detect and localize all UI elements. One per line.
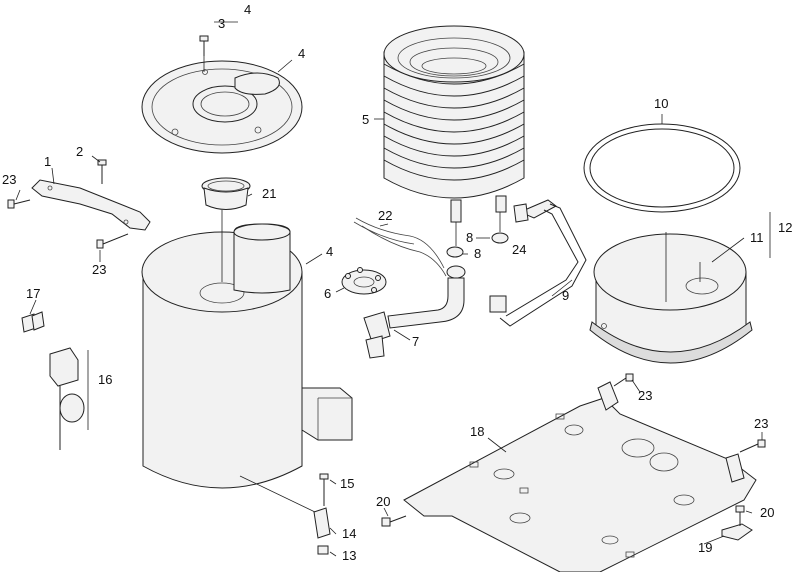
callout-labels: 1 2 3 4 4 4 5 6 7 8 8 9 10 11 12 13 14 1…	[2, 2, 792, 563]
callout-23-right: 23	[754, 416, 768, 431]
clip-19	[721, 523, 753, 541]
callout-11: 11	[750, 230, 764, 245]
nut-8-right	[491, 232, 509, 244]
callout-15: 15	[340, 476, 354, 491]
switch-17	[21, 311, 45, 333]
callout-23-left: 23	[2, 172, 16, 187]
screw-23-plate-right	[739, 439, 766, 453]
callout-4-top: 4	[244, 2, 251, 17]
clamp-14	[313, 507, 331, 539]
callout-9: 9	[562, 288, 569, 303]
callout-13: 13	[342, 548, 356, 563]
sensor-16	[49, 347, 89, 450]
callout-20-left: 20	[376, 494, 390, 509]
cover-plate	[141, 60, 303, 154]
screw-23-lower	[96, 233, 129, 249]
callout-19: 19	[698, 540, 712, 555]
pipe-9	[489, 199, 587, 327]
pan-12	[589, 232, 753, 364]
callout-2: 2	[76, 144, 83, 159]
callout-5: 5	[362, 112, 369, 127]
burner-pipe-7	[363, 277, 465, 359]
callout-8-left: 8	[474, 246, 481, 261]
housing-cylinder	[141, 210, 353, 513]
callout-20-right: 20	[760, 505, 774, 520]
igniter-6	[341, 267, 387, 295]
callout-7: 7	[412, 334, 419, 349]
callout-24: 24	[512, 242, 526, 257]
callout-23-plate: 23	[638, 388, 652, 403]
cable-22	[353, 217, 447, 277]
heating-coil-5	[383, 25, 525, 223]
callout-6: 6	[324, 286, 331, 301]
callout-4-cover: 4	[298, 46, 305, 61]
callout-23-lower: 23	[92, 262, 106, 277]
ring-10	[583, 114, 741, 213]
callout-17: 17	[26, 286, 40, 301]
callout-16: 16	[98, 372, 112, 387]
callout-10: 10	[654, 96, 668, 111]
screw-3	[199, 35, 209, 72]
nut-13	[317, 545, 329, 555]
callout-14: 14	[342, 526, 356, 541]
bracket-1	[31, 179, 151, 231]
callout-3: 3	[218, 16, 225, 31]
callout-21: 21	[262, 186, 276, 201]
screw-23-left	[7, 199, 31, 209]
screw-23-plate-left	[613, 373, 634, 387]
callout-22: 22	[378, 208, 392, 223]
bolt-15	[319, 473, 329, 506]
callout-1: 1	[44, 154, 51, 169]
callout-12: 12	[778, 220, 792, 235]
collar-21	[201, 177, 251, 210]
screw-20-right	[735, 505, 745, 526]
screw-2	[97, 159, 107, 184]
callout-18: 18	[470, 424, 484, 439]
base-plate-18	[403, 381, 757, 572]
nut-8-left	[446, 246, 466, 279]
callout-4-housing: 4	[326, 244, 333, 259]
callout-8-right: 8	[466, 230, 473, 245]
screw-20-left	[381, 515, 407, 527]
